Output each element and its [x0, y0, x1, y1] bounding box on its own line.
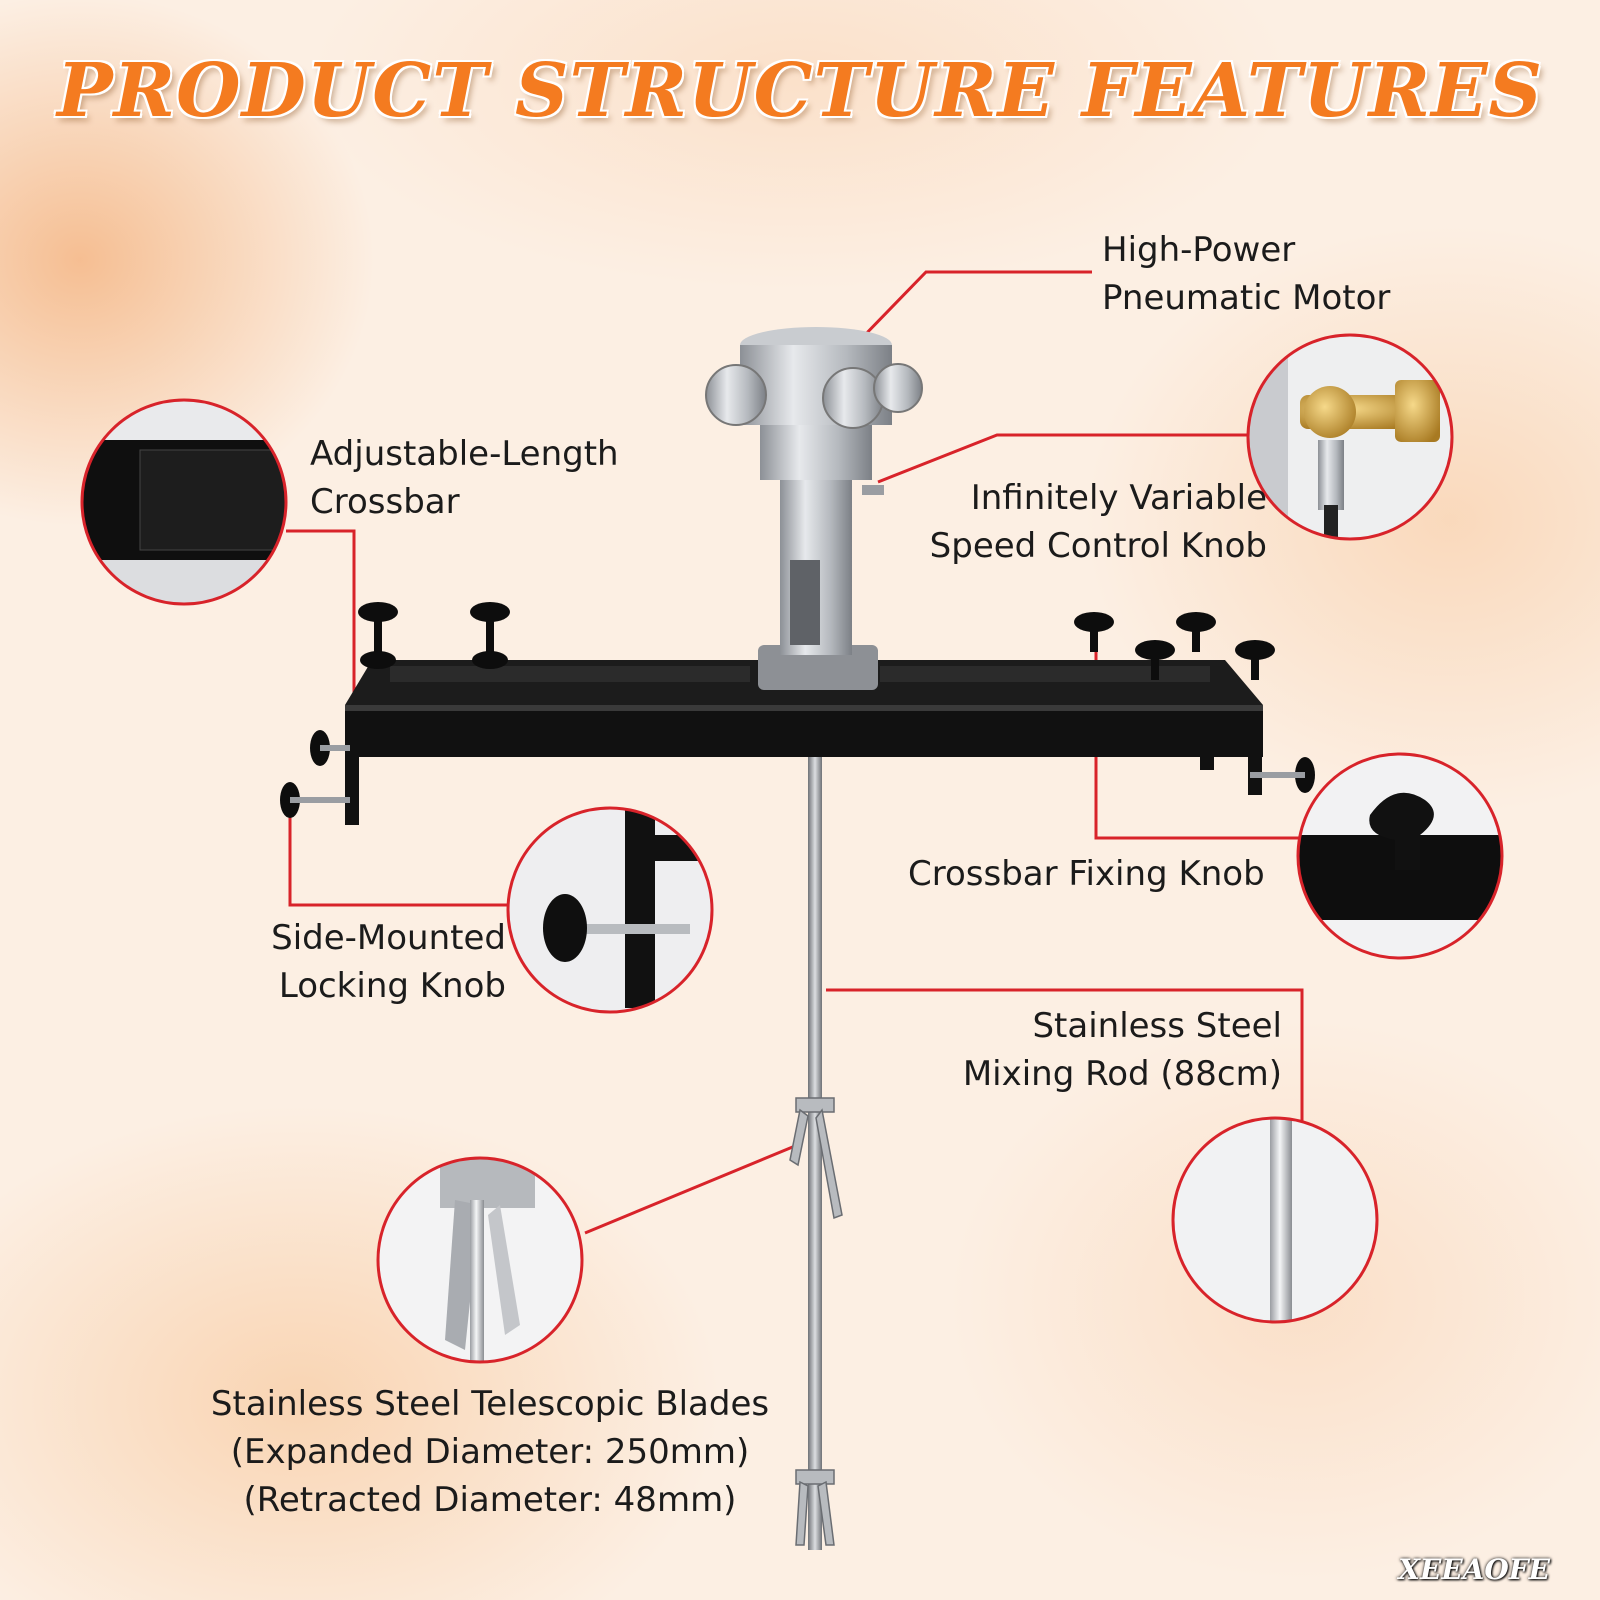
callout-lines	[286, 270, 1336, 1235]
label-side-knob: Side-Mounted Locking Knob	[271, 918, 506, 1006]
brand-logo: XEEAOFE	[1398, 1553, 1550, 1586]
telescopic-blades	[789, 1097, 843, 1546]
callout-line-blades	[584, 1144, 796, 1235]
callout-line-motor	[856, 270, 1092, 344]
zoom-crossbar	[80, 398, 288, 606]
zoom-mixing-rod	[1171, 1116, 1379, 1324]
callout-line-rod	[826, 988, 1304, 1133]
crossbar-knobs	[280, 602, 1315, 818]
label-speed-control: Infinitely Variable Speed Control Knob	[929, 478, 1267, 566]
page-title: PRODUCT STRUCTURE FEATURES	[57, 48, 1543, 134]
label-blades: Stainless Steel Telescopic Blades (Expan…	[210, 1384, 770, 1520]
zoom-speed-valve	[1246, 333, 1454, 541]
label-crossbar: Adjustable-Length Crossbar	[310, 434, 619, 522]
label-fixing-knob: Crossbar Fixing Knob	[908, 854, 1265, 894]
zoom-side-knob	[506, 806, 714, 1014]
label-motor: High-Power Pneumatic Motor	[1102, 230, 1391, 318]
callout-line-crossbar	[286, 529, 356, 722]
zoom-fixing-knob	[1296, 752, 1504, 960]
label-mixing-rod: Stainless Steel Mixing Rod (88cm)	[962, 1006, 1282, 1094]
crossbar	[345, 660, 1263, 825]
pneumatic-motor	[705, 327, 923, 690]
callout-line-side	[288, 800, 513, 907]
callout-line-speed	[877, 433, 1265, 484]
mixing-rod	[808, 745, 822, 1550]
zoom-blades	[376, 1156, 584, 1364]
